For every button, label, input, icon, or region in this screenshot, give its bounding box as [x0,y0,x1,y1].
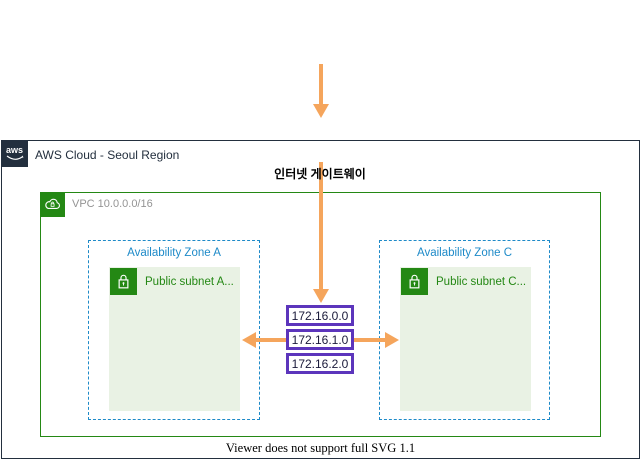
route-entry-box: 172.16.1.0 [286,329,354,350]
public-subnet-c: Public subnet C... [400,267,531,411]
route-entry-box: 172.16.2.0 [286,353,354,374]
aws-smile-icon [6,155,23,160]
internet-gateway-label: 인터넷 게이트웨이 [274,167,366,181]
availability-zone-c: Availability Zone C Public subnet C... [379,240,550,420]
availability-zone-a-title: Availability Zone A [127,247,221,259]
aws-logo-icon: aws [1,140,28,167]
vpc-cidr-label: VPC 10.0.0.0/16 [72,198,153,210]
public-subnet-a-label: Public subnet A... [145,276,234,288]
route-to-subnet-a-arrow [242,332,286,348]
public-subnet-a: Public subnet A... [109,267,240,411]
vpc-cloud-lock-icon [40,192,65,217]
internet-ingress-arrow [313,64,329,118]
aws-logo-text: aws [5,145,23,155]
gateway-to-route-arrow [313,162,329,303]
route-entry-box: 172.16.0.0 [286,305,354,326]
aws-cloud-region-title: AWS Cloud - Seoul Region [35,148,180,162]
subnet-c-lock-icon [401,268,428,295]
availability-zone-a: Availability Zone A Public subnet A... [88,240,260,420]
subnet-a-lock-icon [110,268,137,295]
availability-zone-c-title: Availability Zone C [416,247,513,259]
public-subnet-c-label: Public subnet C... [436,276,527,288]
svg-viewer-notice: Viewer does not support full SVG 1.1 [225,441,416,455]
route-to-subnet-c-arrow [354,332,399,348]
